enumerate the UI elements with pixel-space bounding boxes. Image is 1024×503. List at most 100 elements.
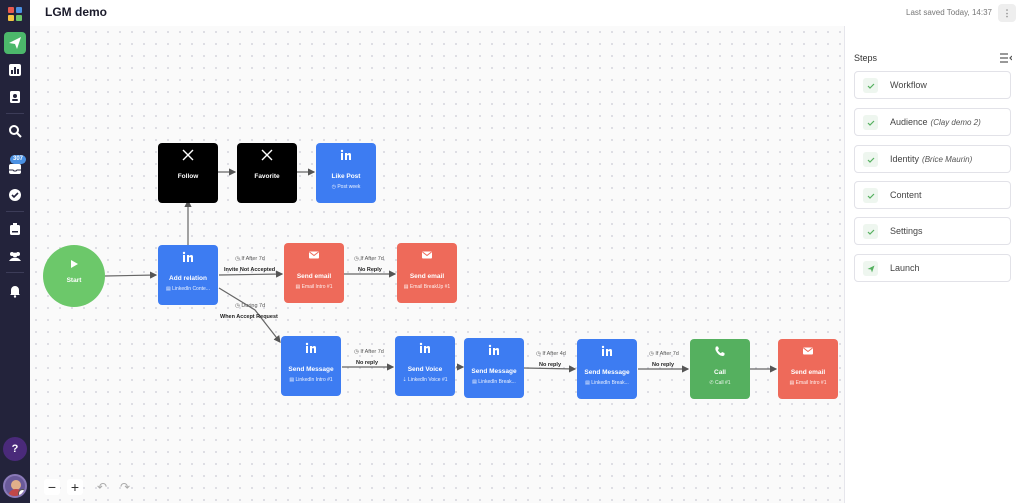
page-title: LGM demo	[45, 5, 107, 19]
workflow-canvas[interactable]: Follow Favorite Like Post ◷ Post week St…	[30, 26, 844, 503]
send-icon	[863, 261, 878, 276]
edge-label: When Accept Request	[220, 314, 278, 320]
send-message-intro-node[interactable]: Send Message ▤ LinkedIn Intro #1	[281, 336, 341, 396]
edge-condition-label: ◷ If After 7d	[354, 349, 384, 355]
zoom-out-button[interactable]: −	[44, 479, 60, 495]
steps-panel: Steps Workflow Audience(Clay demo 2) Ide…	[844, 26, 1024, 503]
app-logo-icon[interactable]	[4, 3, 26, 25]
step-label: Launch	[890, 263, 920, 273]
more-options-button[interactable]: ⋮	[998, 4, 1016, 22]
edge-label: No reply	[539, 362, 562, 368]
rail-divider	[6, 272, 24, 273]
identity-badge-icon[interactable]	[4, 218, 26, 240]
node-subtitle: ▤ Email BreakUp #1	[403, 284, 451, 290]
send-email-final-node[interactable]: Send email ▤ Email Intro #1	[778, 339, 838, 399]
send-voice-node[interactable]: Send Voice ⇣ LinkedIn Voice #1	[395, 336, 455, 396]
node-subtitle: ▤ LinkedIn Break...	[472, 379, 516, 385]
user-avatar[interactable]	[3, 474, 27, 498]
node-title: Start	[66, 277, 82, 284]
linkedin-icon	[464, 344, 524, 358]
zoom-in-button[interactable]: +	[67, 479, 83, 495]
node-subtitle: ▤ Email Intro #1	[295, 284, 333, 290]
node-subtitle: ✆ Call #1	[709, 380, 731, 386]
step-label: Workflow	[890, 80, 927, 90]
node-title: Call	[714, 369, 726, 376]
edge-condition-label: ◷ During 7d	[235, 303, 266, 309]
x-logo-icon	[158, 149, 218, 163]
x-follow-node[interactable]: Follow	[158, 143, 218, 203]
node-subtitle: ▤ LinkedIn Break...	[585, 380, 629, 386]
play-icon	[43, 259, 105, 269]
node-title: Send email	[790, 369, 826, 376]
step-sublabel: (Brice Maurin)	[922, 155, 973, 164]
node-title: Send Message	[584, 369, 630, 376]
edge-label: Invite Not Accepted	[224, 267, 276, 273]
node-title: Send Message	[471, 368, 517, 375]
avatar-face	[11, 480, 21, 490]
step-content[interactable]: Content	[854, 181, 1011, 209]
phone-icon	[690, 345, 750, 359]
call-node[interactable]: Call ✆ Call #1	[690, 339, 750, 399]
edge-start-add-relation	[104, 271, 158, 279]
send-email-intro-node[interactable]: Send email ▤ Email Intro #1	[284, 243, 344, 303]
redo-icon[interactable]: ↷	[119, 480, 131, 494]
workflow-connectors	[104, 168, 778, 373]
step-audience[interactable]: Audience(Clay demo 2)	[854, 108, 1011, 136]
settings-gear-icon	[18, 489, 25, 496]
inbox-icon[interactable]	[4, 157, 26, 179]
edge-invite-not-accepted	[218, 270, 284, 278]
check-icon	[863, 224, 878, 239]
campaigns-icon[interactable]	[4, 32, 26, 54]
check-icon	[863, 188, 878, 203]
help-button[interactable]: ?	[3, 437, 27, 461]
step-label: Content	[890, 190, 922, 200]
step-workflow[interactable]: Workflow	[854, 71, 1011, 99]
linkedin-like-post-node[interactable]: Like Post ◷ Post week	[316, 143, 376, 203]
undo-icon[interactable]: ↶	[96, 480, 108, 494]
team-users-icon[interactable]	[4, 245, 26, 267]
inbox-count-badge: 307	[10, 155, 27, 164]
rail-divider	[6, 211, 24, 212]
contacts-book-icon[interactable]	[4, 86, 26, 108]
edge-condition-label: ◷ If After 7d	[235, 256, 265, 262]
x-favorite-node[interactable]: Favorite	[237, 143, 297, 203]
step-settings[interactable]: Settings	[854, 217, 1011, 245]
top-header: LGM demo Last saved Today, 14:37 ⋮	[30, 0, 1024, 26]
node-title: Send Message	[288, 366, 334, 373]
edge-label: No Reply	[358, 267, 382, 273]
avatar-body	[8, 489, 24, 496]
node-title: Send Voice	[407, 366, 443, 373]
send-email-breakup-node[interactable]: Send email ▤ Email BreakUp #1	[397, 243, 457, 303]
check-icon	[863, 115, 878, 130]
step-launch[interactable]: Launch	[854, 254, 1011, 282]
steps-panel-title: Steps	[854, 53, 878, 63]
analytics-icon[interactable]	[4, 59, 26, 81]
step-identity[interactable]: Identity(Brice Maurin)	[854, 145, 1011, 173]
step-label: Identity(Brice Maurin)	[890, 154, 973, 164]
send-message-breakup-2-node[interactable]: Send Message ▤ LinkedIn Break...	[577, 339, 637, 399]
check-icon	[863, 152, 878, 167]
step-label: Settings	[890, 226, 923, 236]
search-icon[interactable]	[4, 120, 26, 142]
step-label: Audience(Clay demo 2)	[890, 117, 981, 127]
x-logo-icon	[237, 149, 297, 163]
linkedin-icon	[577, 345, 637, 359]
node-subtitle: ⇣ LinkedIn Voice #1	[402, 377, 448, 383]
bell-icon[interactable]	[4, 280, 26, 302]
tasks-check-icon[interactable]	[4, 184, 26, 206]
node-title: Send email	[296, 273, 332, 280]
start-node[interactable]: Start	[43, 245, 105, 307]
linkedin-add-relation-node[interactable]: Add relation ▤ LinkedIn Conte...	[158, 245, 218, 305]
node-subtitle: ▤ Email Intro #1	[789, 380, 827, 386]
node-title: Add relation	[169, 275, 207, 282]
node-title: Follow	[177, 173, 199, 180]
mail-icon	[397, 249, 457, 263]
collapse-panel-icon[interactable]	[1000, 53, 1012, 63]
linkedin-icon	[316, 149, 376, 163]
edge-label: No reply	[652, 362, 675, 368]
edge-label: No reply	[356, 360, 379, 366]
edge-accept-request	[218, 287, 281, 343]
node-subtitle: ◷ Post week	[331, 184, 361, 190]
linkedin-icon	[395, 342, 455, 356]
send-message-breakup-node[interactable]: Send Message ▤ LinkedIn Break...	[464, 338, 524, 398]
